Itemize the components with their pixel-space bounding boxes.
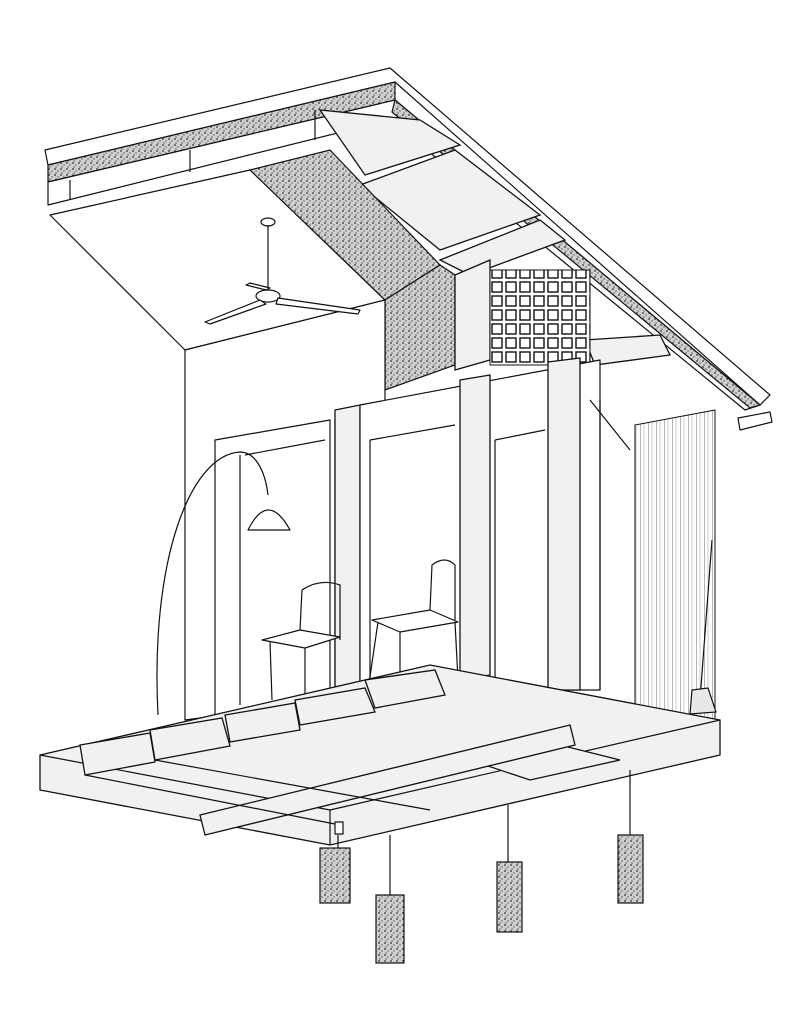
piers [319,770,644,964]
ceiling-fan-icon [204,217,361,325]
post [454,259,491,371]
broom-head [689,687,717,715]
rafters [318,109,671,366]
chair-left [261,581,341,710]
chair-right [367,559,459,691]
broom [699,539,713,701]
corrugated-panel [634,409,716,721]
floor-lamp-icon [156,451,291,716]
bracket [334,821,344,835]
lattice-screen [489,269,591,366]
floor-deck [39,664,721,846]
wall-frame [214,357,631,716]
gutter [737,411,773,431]
